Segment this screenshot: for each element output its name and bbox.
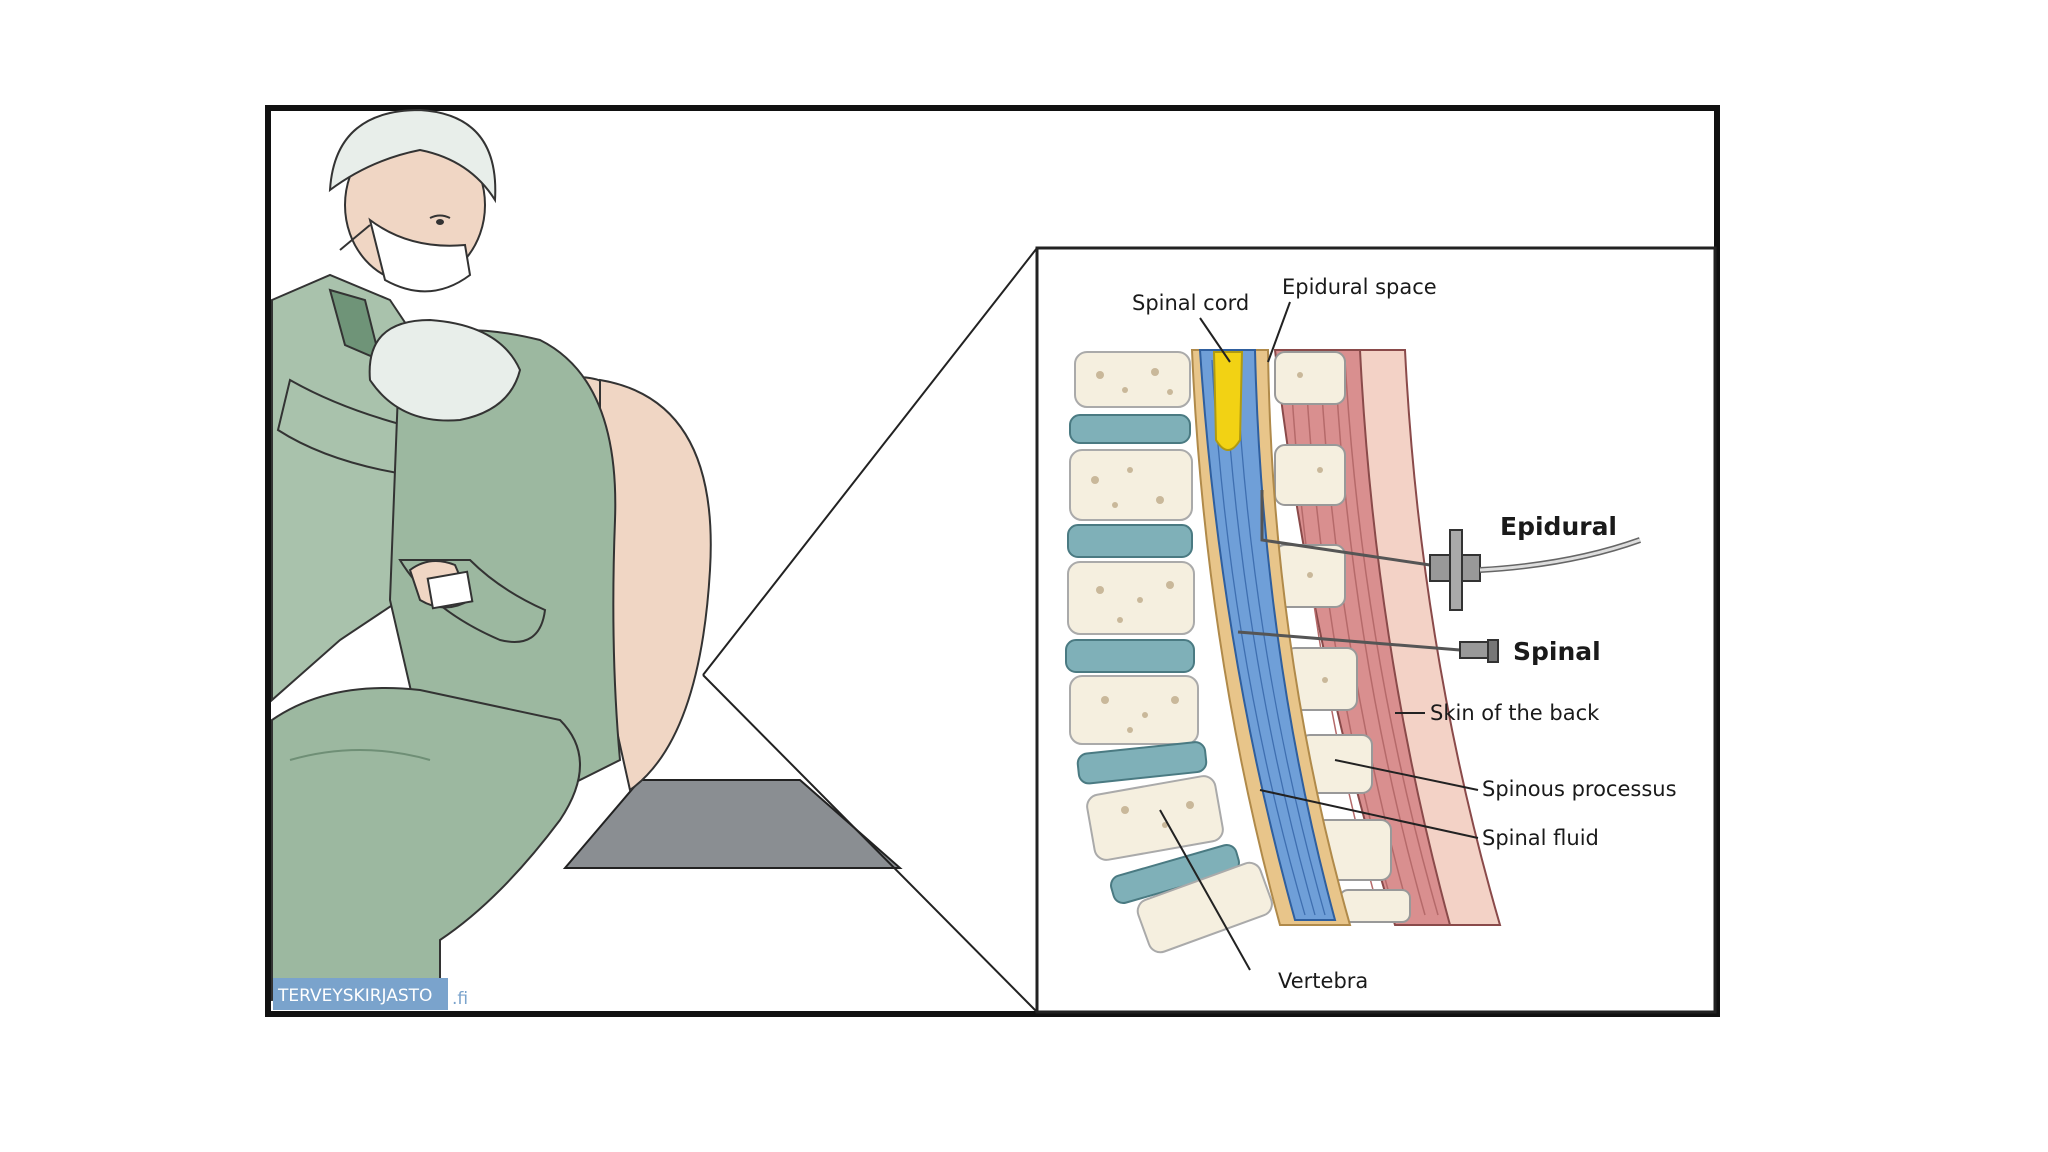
zoom-callout-lines <box>702 247 1038 1013</box>
spinal-cord-shape <box>1212 351 1244 451</box>
vertebral-bodies <box>1065 351 1273 954</box>
label-skin-of-the-back: Skin of the back <box>1430 701 1600 725</box>
watermark-suffix: .fi <box>452 989 468 1009</box>
label-epidural-space: Epidural space <box>1282 275 1437 299</box>
label-spinal: Spinal <box>1513 637 1601 666</box>
leader-lines <box>1159 301 1479 971</box>
label-epidural: Epidural <box>1500 512 1617 541</box>
epidural-needle <box>1260 490 1642 611</box>
bench <box>562 779 903 869</box>
labels: Spinal cord Epidural space Epidural Spin… <box>1132 275 1677 993</box>
label-vertebra: Vertebra <box>1278 969 1368 993</box>
watermark-brand: TERVEYSKIRJASTO <box>277 986 432 1006</box>
label-spinal-fluid: Spinal fluid <box>1482 826 1599 850</box>
patient-figure <box>271 318 712 1002</box>
label-spinal-cord: Spinal cord <box>1132 291 1249 315</box>
label-spinous-processus: Spinous processus <box>1482 777 1677 801</box>
watermark-logo: TERVEYSKIRJASTO .fi <box>273 978 468 1010</box>
spine-cross-section <box>1065 301 1642 971</box>
spinal-needle <box>1237 630 1499 663</box>
